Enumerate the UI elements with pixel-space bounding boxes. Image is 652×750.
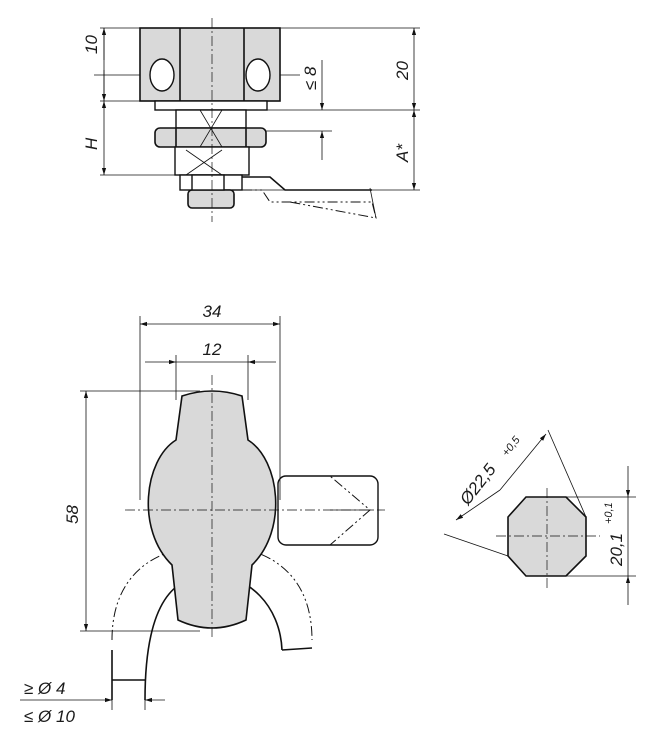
square-detail: 20,1 +0,1 Ø22,5 +0,5 <box>443 429 636 605</box>
nut-upper <box>154 127 267 148</box>
dim-max-dia-10: ≤ Ø 10 <box>24 707 75 726</box>
hole-right <box>245 58 271 92</box>
dim-20-1-tolerance: +0,1 <box>603 502 615 524</box>
hole-left <box>149 58 175 92</box>
front-view: 34 12 58 ≥ Ø 4 ≤ Ø 10 <box>20 302 385 726</box>
dim-min-dia-4: ≥ Ø 4 <box>24 679 65 698</box>
dim-34: 34 <box>203 302 222 321</box>
dim-dia-22-5: Ø22,5 <box>456 460 500 509</box>
housing <box>175 109 247 129</box>
dim-58: 58 <box>63 505 82 524</box>
dim-20-1: 20,1 <box>607 533 626 567</box>
dim-20: 20 <box>393 61 412 81</box>
dim-12: 12 <box>203 340 222 359</box>
dim-dia-22-5-tolerance: +0,5 <box>500 434 523 459</box>
dim-10: 10 <box>82 35 101 54</box>
nut-lower <box>187 189 235 209</box>
dim-max-8: ≤ 8 <box>301 66 320 90</box>
knob-base <box>154 100 268 111</box>
cam-tongue <box>277 475 379 546</box>
dim-h: H <box>82 137 101 150</box>
side-view: 10 H ≤ 8 20 A* <box>82 18 420 222</box>
dim-a-star: A* <box>393 143 412 163</box>
